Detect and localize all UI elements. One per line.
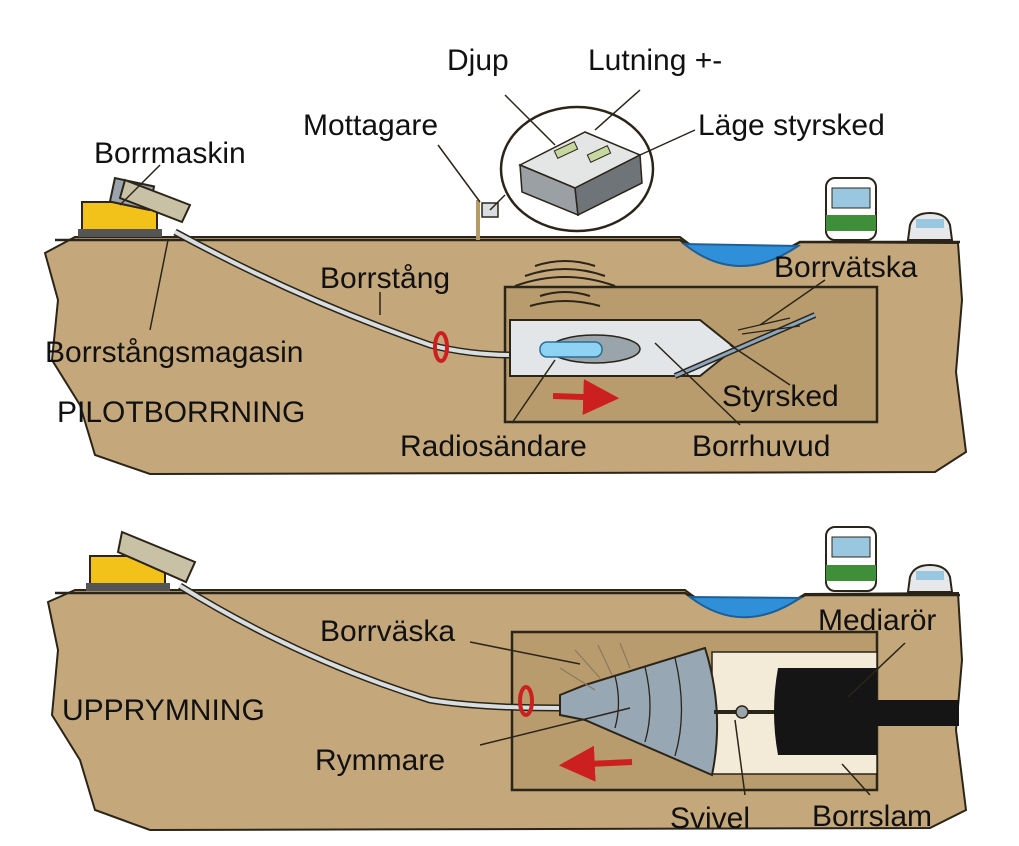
- label-borrvaska: Borrväska: [320, 615, 455, 648]
- label-styrsked: Styrsked: [722, 380, 839, 413]
- leader-lines-bottom: [469, 641, 906, 796]
- excavator-icon: [78, 176, 192, 237]
- panel-title-pilotborrning: PILOTBORRNING: [57, 396, 305, 429]
- radio-waves: [514, 260, 616, 307]
- label-borrmaskin: Borrmaskin: [94, 137, 246, 170]
- direction-arrow-forward: [552, 379, 620, 416]
- media-pipe: [774, 668, 877, 755]
- rod-joint-bottom: [518, 685, 534, 717]
- train-icon: [825, 177, 877, 241]
- label-borrslam: Borrslam: [812, 800, 932, 833]
- rod-joint-top: [433, 331, 449, 363]
- car-icon: [906, 563, 954, 593]
- label-lage-styrsked: Läge styrsked: [698, 109, 885, 142]
- label-djup: Djup: [447, 44, 509, 77]
- radio-transmitter: [539, 341, 603, 358]
- swivel: [714, 705, 778, 719]
- label-borrstang: Borrstång: [320, 262, 450, 295]
- label-rymmare: Rymmare: [315, 744, 445, 777]
- drilling-fluid-wisps: [559, 642, 631, 691]
- label-mediaror: Mediarör: [818, 604, 936, 637]
- train-icon: [825, 526, 877, 592]
- car-icon: [906, 211, 954, 241]
- label-borrhuvud: Borrhuvud: [692, 430, 830, 463]
- reaming-panel: Borrväska Mediarör UPPRYMNING Rymmare Sv…: [46, 526, 968, 835]
- label-borrvatska: Borrvätska: [774, 251, 918, 284]
- panel-title-upprymning: UPPRYMNING: [62, 694, 265, 727]
- pilot-drilling-panel: Borrmaskin Mottagare Djup Lutning +- Läg…: [43, 44, 968, 476]
- pond-water-top: [681, 242, 802, 267]
- label-radiosandare: Radiosändare: [400, 430, 587, 463]
- label-borrstangsmagasin: Borrstångsmagasin: [45, 336, 303, 369]
- pond-water-bottom: [687, 595, 804, 619]
- receiver-display-magnifier: [489, 105, 655, 233]
- leader-lines-top: [119, 89, 826, 426]
- direction-arrow-back: [558, 745, 633, 782]
- label-mottagare: Mottagare: [303, 109, 438, 142]
- label-lutning: Lutning +-: [588, 44, 722, 77]
- excavator-icon: [86, 530, 197, 591]
- label-svivel: Svivel: [670, 802, 750, 835]
